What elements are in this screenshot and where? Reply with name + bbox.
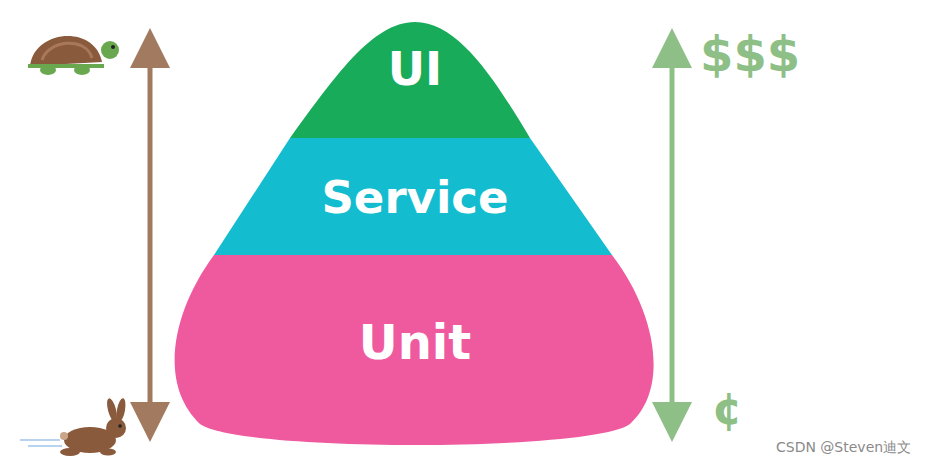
band-label: Unit bbox=[150, 318, 680, 366]
cost-high: $$$ bbox=[700, 28, 800, 81]
turtle-icon bbox=[28, 36, 119, 75]
band-fill bbox=[270, 22, 560, 138]
pyramid-band: Unit bbox=[150, 255, 680, 455]
band-label: Service bbox=[195, 175, 635, 220]
watermark: CSDN @Steven迪文 bbox=[776, 440, 911, 455]
speed-arrow bbox=[148, 48, 153, 422]
band-fill bbox=[195, 138, 635, 255]
pyramid-band: UI bbox=[270, 18, 560, 138]
rabbit-icon bbox=[20, 397, 127, 456]
cost-low: ¢ bbox=[712, 385, 743, 433]
band-label: UI bbox=[270, 46, 560, 92]
cost-arrow bbox=[670, 48, 675, 422]
pyramid-band: Service bbox=[195, 138, 635, 255]
